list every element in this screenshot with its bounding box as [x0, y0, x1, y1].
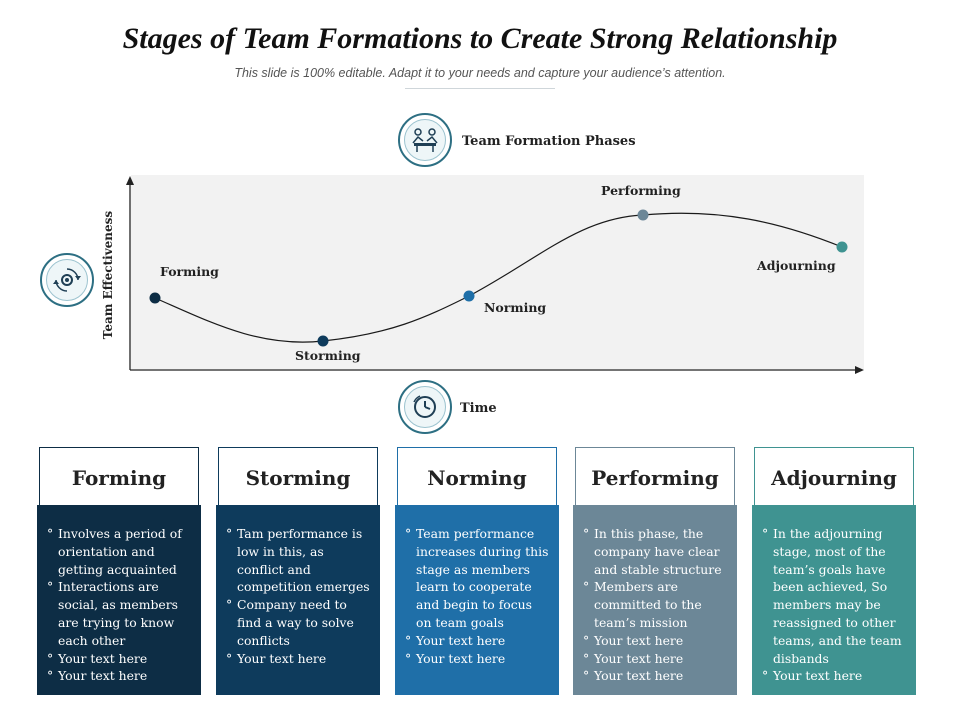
- point-label-storming: Storming: [295, 348, 361, 363]
- card-bullet: In this phase, the company have clear an…: [583, 525, 727, 578]
- point-label-performing: Performing: [601, 183, 681, 198]
- card-bullet: Your text here: [583, 650, 727, 668]
- effectiveness-curve: [154, 212, 843, 343]
- card-bullet: Company need to find a way to solve conf…: [226, 596, 370, 649]
- stage-point-adjourning: [836, 241, 848, 253]
- card-body: In this phase, the company have clear an…: [573, 505, 737, 695]
- bullet-list: Involves a period of orientation and get…: [47, 525, 191, 685]
- card-body: Involves a period of orientation and get…: [37, 505, 201, 695]
- bullet-list: In the adjourning stage, most of the tea…: [762, 525, 906, 685]
- page-title: Stages of Team Formations to Create Stro…: [122, 22, 838, 55]
- y-axis-label: Team Effectiveness: [101, 210, 115, 340]
- stage-card-storming: Storming Tam performance is low in this,…: [216, 447, 380, 695]
- x-axis-arrow: [855, 366, 864, 374]
- y-axis-arrow: [126, 176, 134, 185]
- stage-point-norming: [463, 290, 475, 302]
- card-bullet: Interactions are social, as members are …: [47, 578, 191, 649]
- card-title: Forming: [39, 447, 199, 507]
- point-label-forming: Forming: [160, 264, 219, 279]
- stage-point-forming: [149, 292, 161, 304]
- plot-background: [131, 175, 864, 369]
- phases-label: Team Formation Phases: [462, 134, 636, 149]
- card-bullet: Involves a period of orientation and get…: [47, 525, 191, 578]
- point-label-adjourning: Adjourning: [757, 258, 836, 273]
- bullet-list: Tam performance is low in this, as confl…: [226, 525, 370, 667]
- x-axis-label: Time: [460, 401, 497, 416]
- team-effectiveness-diagram: [126, 175, 864, 374]
- card-bullet: Members are committed to the team’s miss…: [583, 578, 727, 631]
- stage-card-adjourning: Adjourning In the adjourning stage, most…: [752, 447, 916, 695]
- phases-icon-badge: [398, 113, 452, 167]
- card-bullet: Your text here: [405, 632, 549, 650]
- stage-point-performing: [637, 209, 649, 221]
- card-bullet: Your text here: [226, 650, 370, 668]
- card-bullet: Tam performance is low in this, as confl…: [226, 525, 370, 596]
- card-body: Tam performance is low in this, as confl…: [216, 505, 380, 695]
- bullet-list: Team performance increases during this s…: [405, 525, 549, 667]
- card-title: Adjourning: [754, 447, 914, 507]
- clock-icon: [413, 395, 436, 418]
- effectiveness-icon-badge: [40, 253, 94, 307]
- stage-card-forming: Forming Involves a period of orientation…: [37, 447, 201, 695]
- stage-card-performing: Performing In this phase, the company ha…: [573, 447, 737, 695]
- page-subtitle: This slide is 100% editable. Adapt it to…: [234, 66, 726, 80]
- stage-point-storming: [317, 335, 329, 347]
- card-title: Storming: [218, 447, 378, 507]
- card-title: Norming: [397, 447, 557, 507]
- card-bullet: Your text here: [583, 667, 727, 685]
- stage-card-norming: Norming Team performance increases durin…: [395, 447, 559, 695]
- point-label-norming: Norming: [484, 300, 547, 315]
- gears-cycle-icon: [53, 268, 81, 292]
- card-bullet: In the adjourning stage, most of the tea…: [762, 525, 906, 667]
- card-bullet: Your text here: [405, 650, 549, 668]
- subtitle-divider: [405, 88, 555, 89]
- time-icon-badge: [398, 380, 452, 434]
- card-body: Team performance increases during this s…: [395, 505, 559, 695]
- bullet-list: In this phase, the company have clear an…: [583, 525, 727, 685]
- card-bullet: Team performance increases during this s…: [405, 525, 549, 632]
- card-bullet: Your text here: [762, 667, 906, 685]
- stage-points: [149, 209, 848, 347]
- card-bullet: Your text here: [583, 632, 727, 650]
- card-bullet: Your text here: [47, 667, 191, 685]
- card-bullet: Your text here: [47, 650, 191, 668]
- team-meeting-icon: [412, 128, 438, 152]
- card-body: In the adjourning stage, most of the tea…: [752, 505, 916, 695]
- card-title: Performing: [575, 447, 735, 507]
